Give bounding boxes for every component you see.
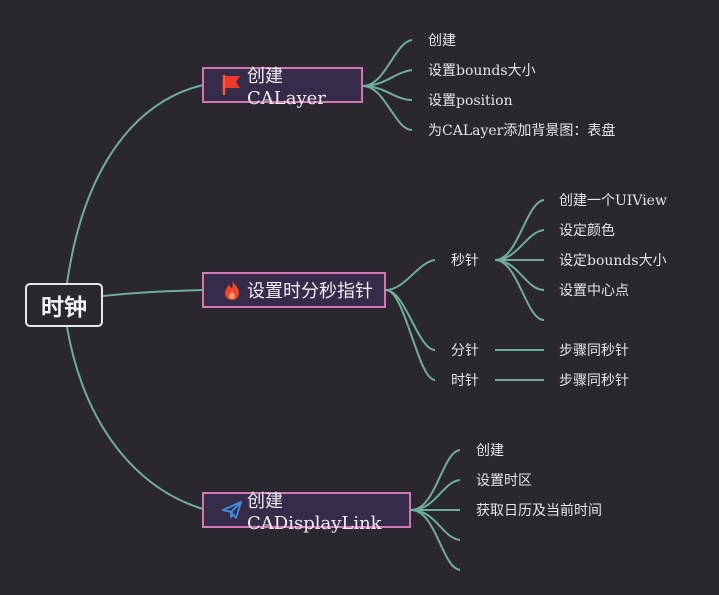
root-label: 时钟 xyxy=(41,294,87,321)
paper-plane-icon xyxy=(221,499,243,521)
branch-label: 创建CALayer xyxy=(247,65,326,109)
leaf-set-bounds[interactable]: 设定bounds大小 xyxy=(559,253,667,269)
node-hour-hand[interactable]: 时针 xyxy=(451,373,479,389)
branch-set-hands[interactable]: 设置时分秒指针 xyxy=(202,272,386,308)
branch-create-calayer[interactable]: 创建CALayer xyxy=(202,66,363,109)
leaf-set-color[interactable]: 设定颜色 xyxy=(559,223,615,239)
root-node[interactable]: 时钟 xyxy=(25,283,103,327)
leaf-create-uiview[interactable]: 创建一个UIView xyxy=(559,193,667,209)
leaf-create[interactable]: 创建 xyxy=(428,33,456,49)
leaf-create[interactable]: 创建 xyxy=(476,443,504,459)
leaf-add-background[interactable]: 为CALayer添加背景图：表盘 xyxy=(428,123,616,139)
branch-create-cadisplaylink[interactable]: 创建CADisplayLink xyxy=(202,491,411,534)
leaf-set-position[interactable]: 设置position xyxy=(428,93,513,109)
leaf-get-calendar-time[interactable]: 获取日历及当前时间 xyxy=(476,503,602,519)
red-flag-icon xyxy=(221,74,243,96)
node-second-hand[interactable]: 秒针 xyxy=(451,253,479,269)
leaf-set-timezone[interactable]: 设置时区 xyxy=(476,473,532,489)
fire-icon xyxy=(221,279,243,301)
branch-label: 创建CADisplayLink xyxy=(247,490,382,534)
leaf-hour-same[interactable]: 步骤同秒针 xyxy=(559,373,629,389)
leaf-set-center[interactable]: 设置中心点 xyxy=(559,283,629,299)
node-minute-hand[interactable]: 分针 xyxy=(451,343,479,359)
branch-label: 设置时分秒指针 xyxy=(247,281,373,302)
leaf-set-bounds[interactable]: 设置bounds大小 xyxy=(428,63,536,79)
leaf-minute-same[interactable]: 步骤同秒针 xyxy=(559,343,629,359)
